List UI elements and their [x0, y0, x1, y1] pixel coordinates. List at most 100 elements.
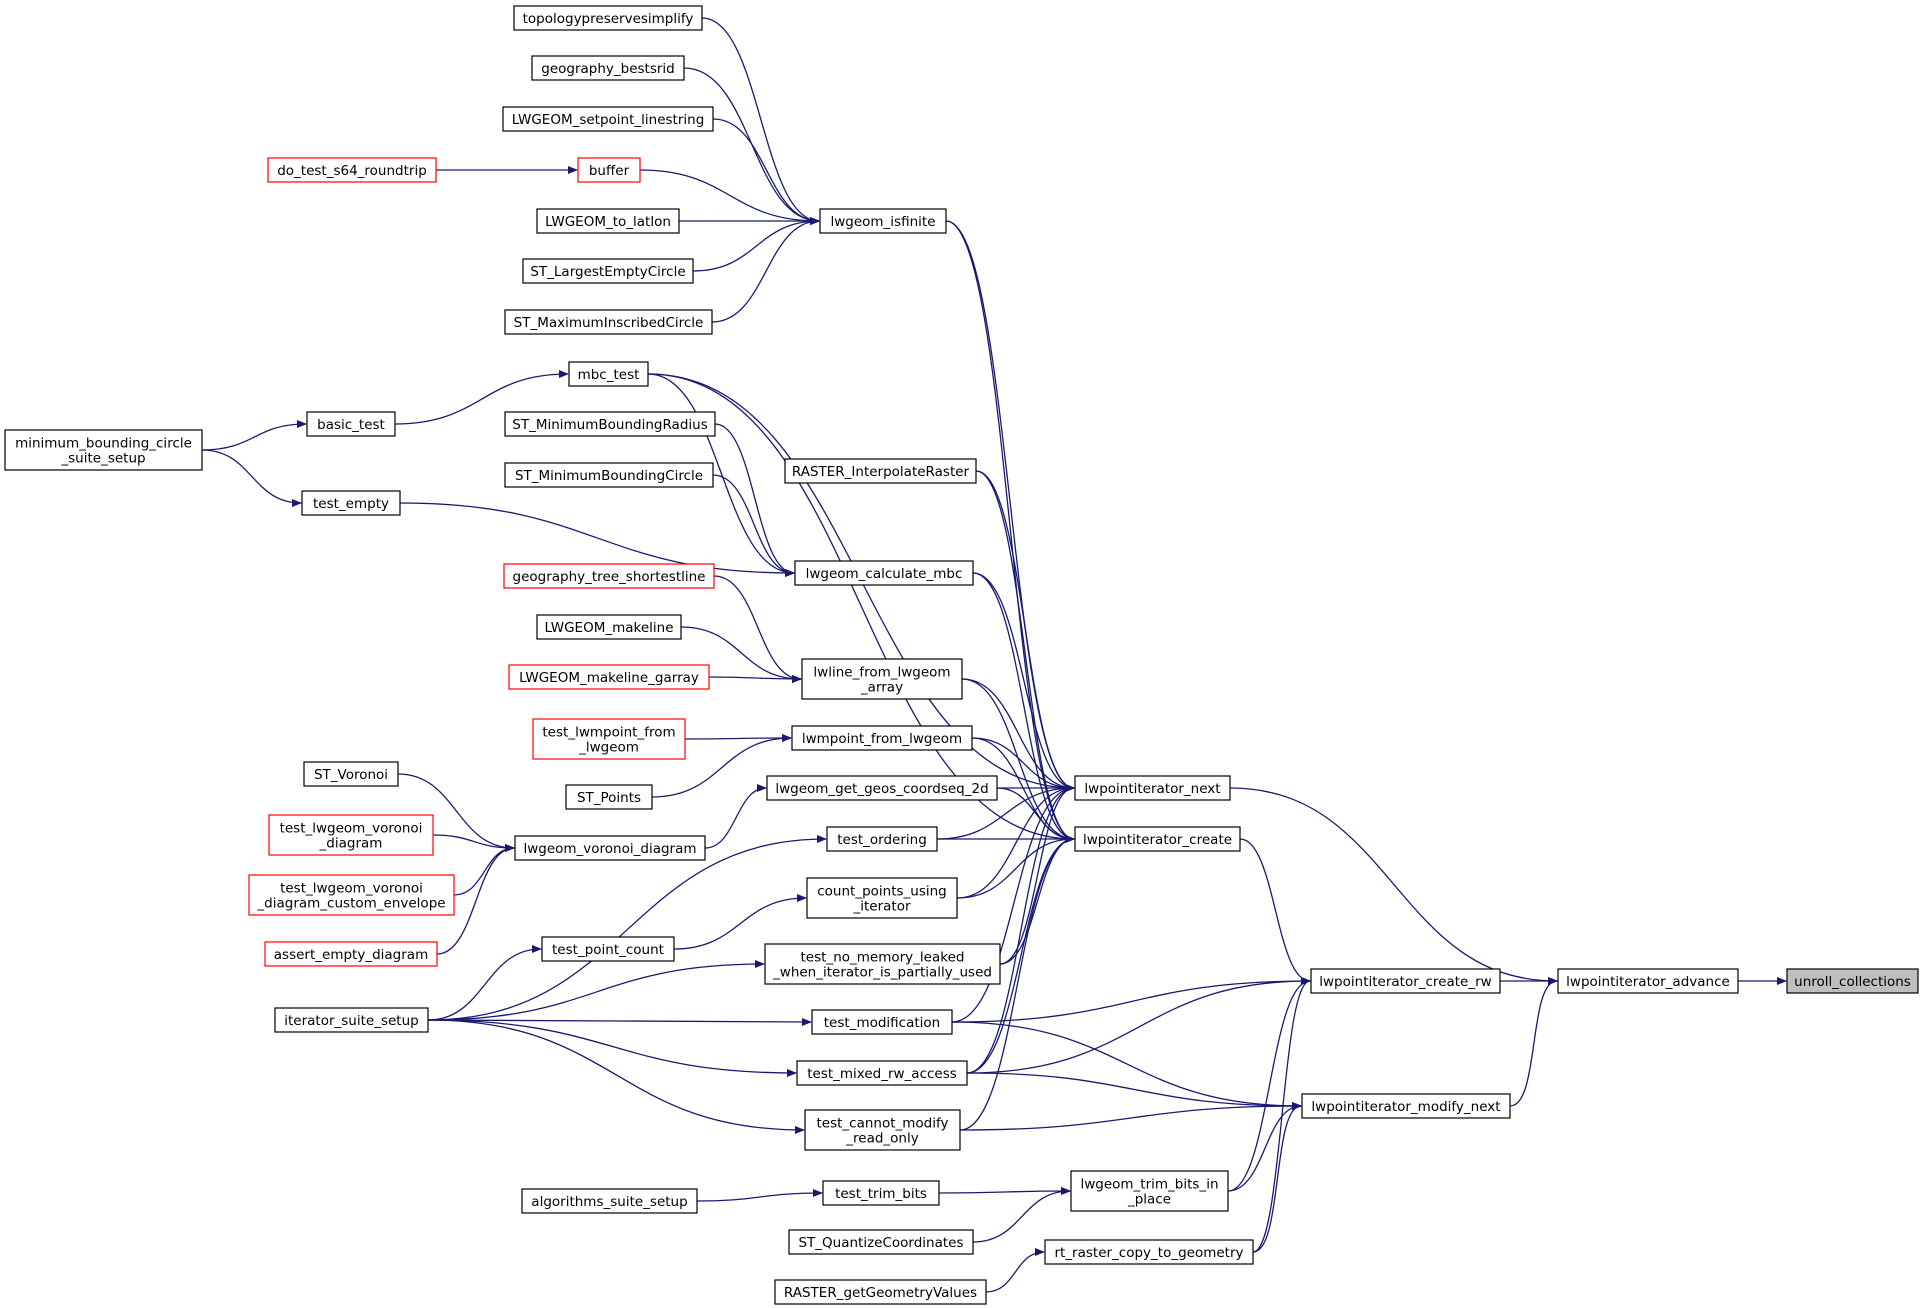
node-unroll-collections: unroll_collections: [1786, 968, 1919, 994]
node-st-quantize-coordinates[interactable]: ST_QuantizeCoordinates: [788, 1229, 974, 1255]
node-lwgeom-makeline[interactable]: LWGEOM_makeline: [536, 614, 682, 640]
node-iterator-suite-setup[interactable]: iterator_suite_setup: [274, 1007, 429, 1033]
node-algorithms-suite-setup[interactable]: algorithms_suite_setup: [521, 1188, 698, 1214]
node-lwgeom-get-geos-coordseq-2d[interactable]: lwgeom_get_geos_coordseq_2d: [766, 775, 998, 801]
edge-iterator-suite-setup-to-test-modification: [427, 1017, 812, 1026]
node-label: _lwgeom: [578, 740, 639, 756]
node-lwline-from-lwgeom-array[interactable]: lwline_from_lwgeom_array: [801, 658, 963, 700]
node-test-point-count[interactable]: test_point_count: [541, 936, 675, 962]
node-st-minimum-bounding-radius[interactable]: ST_MinimumBoundingRadius: [504, 411, 716, 437]
node-lwpointiterator-create-rw[interactable]: lwpointiterator_create_rw: [1310, 968, 1501, 994]
node-label: rt_raster_copy_to_geometry: [1054, 1245, 1243, 1261]
node-label: LWGEOM_makeline_garray: [519, 670, 699, 686]
node-label: count_points_using: [817, 884, 947, 900]
edge-lwpointiterator-create-to-lwpointiterator-create-rw: [1239, 838, 1311, 985]
node-count-points-using-iterator[interactable]: count_points_using_iterator: [806, 877, 958, 919]
node-box: [4, 429, 203, 471]
node-minimum-bounding-circle-suite-setup[interactable]: minimum_bounding_circle_suite_setup: [4, 429, 203, 471]
node-box: [504, 462, 714, 488]
node-do-test-s64-roundtrip[interactable]: do_test_s64_roundtrip: [267, 157, 437, 183]
node-lwgeom-calculate-mbc[interactable]: lwgeom_calculate_mbc: [794, 560, 974, 586]
node-lwgeom-voronoi-diagram[interactable]: lwgeom_voronoi_diagram: [514, 835, 706, 861]
edge-lwline-from-lwgeom-array-to-lwpointiterator-create: [961, 678, 1075, 843]
node-lwgeom-to-latlon[interactable]: LWGEOM_to_latlon: [536, 208, 680, 234]
node-topologypreservesimplify[interactable]: topologypreservesimplify: [513, 5, 703, 31]
node-raster-get-geometry-values[interactable]: RASTER_getGeometryValues: [774, 1279, 987, 1305]
edge-test-lwmpoint-from-lwgeom-to-lwmpoint-from-lwgeom: [684, 734, 792, 743]
node-label: ST_MinimumBoundingCircle: [515, 468, 703, 484]
node-st-voronoi[interactable]: ST_Voronoi: [303, 761, 399, 787]
node-label: _suite_setup: [60, 451, 145, 467]
edge-lwgeom-calculate-mbc-to-lwpointiterator-next: [972, 572, 1075, 792]
node-box: [503, 563, 715, 589]
node-test-mixed-rw-access[interactable]: test_mixed_rw_access: [796, 1060, 968, 1086]
node-box: [826, 826, 938, 852]
node-lwmpoint-from-lwgeom[interactable]: lwmpoint_from_lwgeom: [791, 725, 973, 751]
node-label: test_point_count: [552, 942, 664, 958]
node-lwgeom-setpoint-linestring[interactable]: LWGEOM_setpoint_linestring: [502, 106, 714, 132]
edge-lwgeom-setpoint-linestring-to-lwgeom-isfinite: [712, 118, 820, 225]
node-lwgeom-trim-bits-in-place[interactable]: lwgeom_trim_bits_in_place: [1070, 1170, 1229, 1212]
node-basic-test[interactable]: basic_test: [306, 411, 396, 437]
node-test-lwmpoint-from-lwgeom[interactable]: test_lwmpoint_from_lwgeom: [532, 718, 686, 760]
node-box: [784, 458, 977, 484]
node-test-lwgeom-voronoi-diagram-custom-envelope[interactable]: test_lwgeom_voronoi_diagram_custom_envel…: [248, 874, 455, 916]
node-assert-empty-diagram[interactable]: assert_empty_diagram: [264, 941, 438, 967]
node-box: [1074, 775, 1231, 801]
node-box: [1786, 968, 1919, 994]
node-box: [1310, 968, 1501, 994]
node-box: [1074, 826, 1241, 852]
node-test-cannot-modify-read-only[interactable]: test_cannot_modify_read_only: [804, 1109, 961, 1151]
edge-lwgeom-get-geos-coordseq-2d-to-lwpointiterator-create: [996, 787, 1075, 843]
node-lwpointiterator-next[interactable]: lwpointiterator_next: [1074, 775, 1231, 801]
edge-lwgeom-isfinite-to-lwpointiterator-create: [945, 220, 1075, 843]
node-label: test_modification: [824, 1015, 940, 1031]
node-raster-interpolate-raster[interactable]: RASTER_InterpolateRaster: [784, 458, 977, 484]
node-label: LWGEOM_setpoint_linestring: [512, 112, 705, 128]
node-st-maximum-inscribed-circle[interactable]: ST_MaximumInscribedCircle: [504, 309, 713, 335]
node-box: [267, 157, 437, 183]
edge-st-maximum-inscribed-circle-to-lwgeom-isfinite: [711, 217, 820, 323]
node-label: test_cannot_modify: [816, 1116, 948, 1132]
node-lwpointiterator-modify-next[interactable]: lwpointiterator_modify_next: [1301, 1093, 1511, 1119]
node-lwpointiterator-advance[interactable]: lwpointiterator_advance: [1557, 968, 1739, 994]
edge-test-mixed-rw-access-to-lwpointiterator-modify-next: [966, 1072, 1302, 1110]
edge-count-points-using-iterator-to-lwpointiterator-next: [956, 784, 1075, 899]
node-label: ST_MinimumBoundingRadius: [512, 417, 707, 433]
node-test-trim-bits[interactable]: test_trim_bits: [822, 1180, 940, 1206]
edge-lwgeom-voronoi-diagram-to-lwgeom-get-geos-coordseq-2d: [704, 784, 767, 849]
node-st-points[interactable]: ST_Points: [565, 784, 653, 810]
node-box: [303, 761, 399, 787]
node-test-lwgeom-voronoi-diagram[interactable]: test_lwgeom_voronoi_diagram: [268, 814, 434, 856]
node-lwpointiterator-create[interactable]: lwpointiterator_create: [1074, 826, 1241, 852]
node-mbc-test[interactable]: mbc_test: [568, 361, 649, 387]
node-st-largest-empty-circle[interactable]: ST_LargestEmptyCircle: [522, 258, 694, 284]
node-st-minimum-bounding-circle[interactable]: ST_MinimumBoundingCircle: [504, 462, 714, 488]
node-test-ordering[interactable]: test_ordering: [826, 826, 938, 852]
node-lwgeom-isfinite[interactable]: lwgeom_isfinite: [819, 208, 947, 234]
node-lwgeom-makeline-garray[interactable]: LWGEOM_makeline_garray: [508, 664, 710, 690]
edge-minimum-bounding-circle-suite-setup-to-test-empty: [201, 449, 302, 507]
node-box: [819, 208, 947, 234]
node-label: _diagram_custom_envelope: [256, 896, 445, 912]
node-label: lwpointiterator_create_rw: [1319, 974, 1491, 990]
node-box: [568, 361, 649, 387]
node-test-no-memory-leaked-when-iterator-is-partially-used[interactable]: test_no_memory_leaked_when_iterator_is_p…: [764, 943, 1001, 985]
edge-lwline-from-lwgeom-array-to-lwpointiterator-next: [961, 678, 1075, 792]
node-box: [1557, 968, 1739, 994]
node-geography-bestsrid[interactable]: geography_bestsrid: [531, 55, 685, 81]
node-label: lwmpoint_from_lwgeom: [802, 731, 962, 747]
node-label: assert_empty_diagram: [274, 947, 428, 963]
node-test-modification[interactable]: test_modification: [811, 1009, 953, 1035]
node-box: [536, 208, 680, 234]
node-box: [764, 943, 1001, 985]
node-label: ST_Voronoi: [314, 767, 388, 783]
node-rt-raster-copy-to-geometry[interactable]: rt_raster_copy_to_geometry: [1044, 1239, 1254, 1265]
node-test-empty[interactable]: test_empty: [301, 490, 401, 516]
node-buffer[interactable]: buffer: [577, 157, 641, 183]
edge-test-no-memory-leaked-when-iterator-is-partially-used-to-lwpointiterator-next: [999, 784, 1075, 965]
node-label: lwgeom_calculate_mbc: [806, 566, 963, 582]
node-geography-tree-shortestline[interactable]: geography_tree_shortestline: [503, 563, 715, 589]
edge-lwpointiterator-modify-next-to-lwpointiterator-advance: [1509, 977, 1558, 1107]
node-box: [264, 941, 438, 967]
